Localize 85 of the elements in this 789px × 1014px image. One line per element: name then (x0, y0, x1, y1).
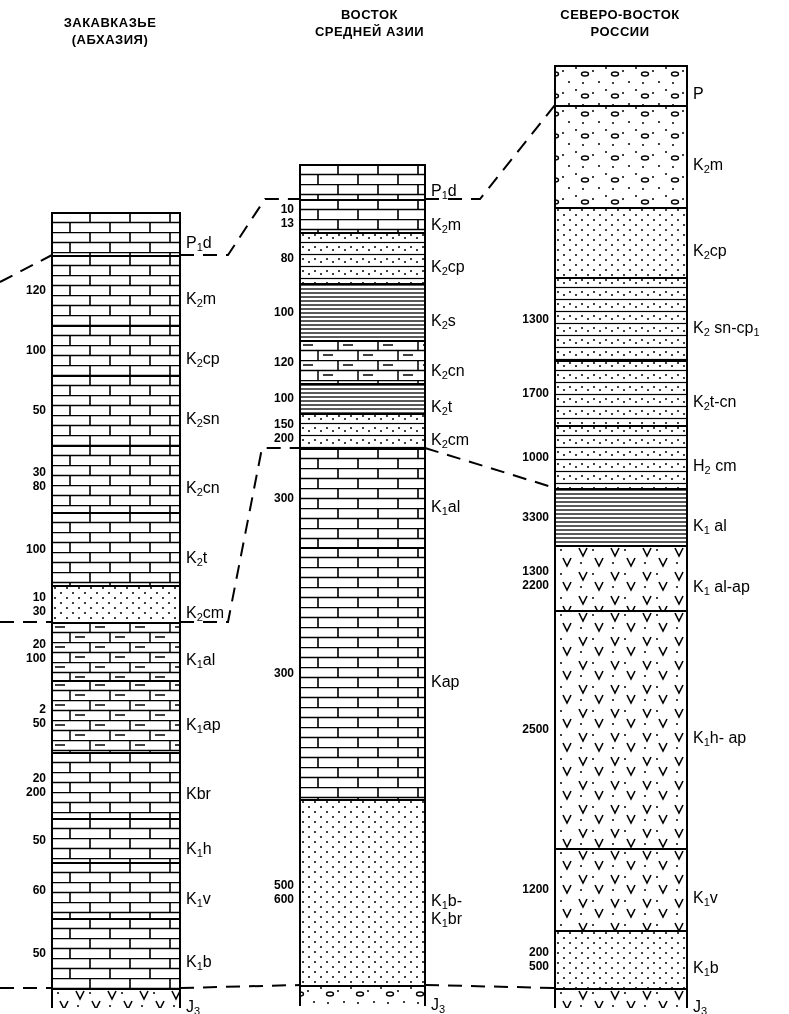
thickness-value: 10 (280, 201, 294, 216)
thickness-value: 2 (39, 702, 46, 716)
thickness-value: 1200 (522, 882, 549, 896)
thickness-value: 50 (32, 833, 46, 847)
correlation-line (179, 447, 301, 623)
thickness-value: 80 (280, 250, 294, 265)
thickness-value: 13 (280, 215, 294, 230)
stage-label: K$_{2}$m (431, 215, 462, 234)
stage-label: K$_{1}$b (186, 953, 212, 971)
thickness-value: 100 (25, 343, 46, 357)
thickness-value: 30 (32, 464, 46, 479)
stage-label: K$_{1}$v (186, 890, 211, 908)
stage-label: K$_{2}$ sn-cp$_{1}$ (693, 318, 760, 337)
stage-label: K$_{2}$cm (186, 603, 225, 622)
stage-label: K$_{2}$sn (186, 410, 220, 428)
thickness-value: 50 (32, 403, 46, 417)
correlation-line (424, 984, 556, 989)
stage-label: P$_{1}$d (186, 233, 212, 252)
stage-label: K$_{1}$b- K$_{1}$br (431, 892, 464, 928)
stage-label: P$_{1}$d (431, 181, 457, 200)
stage-label: K$_{2}$m (186, 290, 217, 308)
stage-label: K$_{1}$al (186, 651, 216, 669)
correlation-line (0, 987, 53, 989)
thickness-value: 150 (273, 416, 294, 431)
thickness-value: 120 (273, 354, 294, 369)
stage-label: Kbr (186, 785, 211, 803)
stage-label: H$_{2}$ cm (693, 456, 737, 475)
stage-label: K$_{1}$ al-ap (693, 577, 750, 596)
stage-label: K$_{2}$s (431, 311, 456, 330)
thickness-value: 1300 (522, 563, 549, 578)
stage-label: K$_{1}$h- ap (693, 729, 747, 747)
stage-label: K$_{2}$cp (431, 257, 465, 276)
correlation-line (179, 984, 301, 989)
stage-label: K$_{2}$cm (431, 430, 470, 449)
correlation-line (424, 104, 556, 200)
correlation-line (0, 621, 53, 623)
stage-label: K$_{1}$b (693, 959, 719, 977)
stage-label: K$_{2}$cn (431, 361, 465, 380)
stage-label: K$_{2}$t (431, 398, 453, 416)
thickness-value: 200 (25, 785, 46, 799)
stage-label: K$_{1}$ al (693, 516, 727, 535)
thickness-value: 600 (273, 892, 294, 906)
thickness-value: 1300 (522, 311, 549, 326)
thickness-value: 20 (32, 771, 46, 785)
thickness-value: 10 (32, 589, 46, 604)
correlation-line (179, 198, 301, 256)
thickness-value: 300 (273, 666, 294, 680)
thickness-value: 30 (32, 603, 46, 618)
thickness-value: 3300 (522, 509, 549, 524)
stage-label: K$_{1}$v (693, 889, 718, 907)
thickness-value: 500 (528, 959, 549, 973)
thickness-value: 100 (273, 391, 294, 405)
thickness-value: 2500 (522, 722, 549, 736)
thickness-value: 300 (273, 490, 294, 505)
stage-label: Kap (431, 673, 460, 691)
thickness-value: 500 (273, 878, 294, 892)
stage-label: K$_{2}$t-cn (693, 392, 737, 411)
thickness-value: 100 (25, 541, 46, 556)
stage-label: J$_{3}$ (431, 995, 446, 1014)
thickness-value: 60 (32, 883, 46, 897)
thickness-value: 80 (32, 478, 46, 493)
correlation-line (0, 254, 53, 283)
stage-label: K$_{1}$h (186, 840, 212, 858)
stage-label: K$_{2}$cp (693, 242, 727, 260)
column-heading: ВОСТОК СРЕДНЕЙ АЗИИ (313, 6, 426, 40)
thickness-value: 20 (32, 637, 46, 651)
stage-label: K$_{2}$t (186, 548, 208, 567)
stage-label: K$_{1}$al (431, 497, 461, 516)
thickness-value: 50 (32, 946, 46, 960)
thickness-value: 1000 (522, 449, 549, 464)
thickness-value: 200 (273, 430, 294, 445)
thickness-value: 50 (32, 716, 46, 730)
stage-label: P (693, 85, 704, 103)
thickness-value: 200 (528, 945, 549, 959)
stage-label: K$_{2}$cp (186, 350, 220, 368)
stage-label: K$_{2}$cn (186, 478, 220, 497)
stage-label: K$_{2}$m (693, 156, 724, 174)
thickness-value: 100 (25, 651, 46, 665)
thickness-value: 100 (273, 304, 294, 319)
column-heading: ЗАКАВКАЗЬЕ (АБХАЗИЯ) (62, 14, 158, 48)
thickness-value: 1700 (522, 385, 549, 400)
thickness-value: 2200 (522, 577, 549, 592)
thickness-value: 120 (25, 283, 46, 297)
column-heading: СЕВЕРО-ВОСТОК РОССИИ (559, 6, 681, 40)
stage-label: K$_{1}$ap (186, 716, 221, 734)
